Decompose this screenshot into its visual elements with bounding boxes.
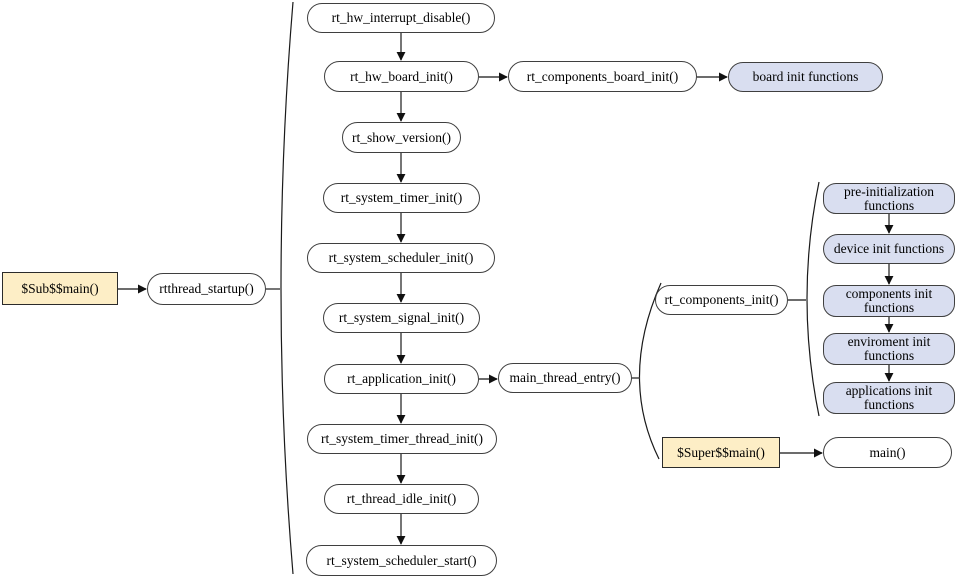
node-environment-init-functions: enviroment init functions — [823, 333, 955, 365]
node-thread-idle-init: rt_thread_idle_init() — [324, 484, 479, 514]
node-device-init-functions: device init functions — [823, 234, 955, 264]
node-applications-init-functions: applications init functions — [823, 382, 955, 414]
brace-startup-chain — [280, 1, 294, 575]
node-board-init-functions: board init functions — [728, 62, 883, 92]
node-components-init: rt_components_init() — [655, 285, 788, 315]
node-main-thread-entry: main_thread_entry() — [498, 363, 632, 393]
node-system-scheduler-start: rt_system_scheduler_start() — [306, 545, 497, 576]
node-main: main() — [823, 437, 952, 468]
node-application-init: rt_application_init() — [324, 364, 479, 394]
node-components-init-functions: components init functions — [823, 285, 955, 317]
node-system-timer-init: rt_system_timer_init() — [323, 183, 480, 213]
node-system-signal-init: rt_system_signal_init() — [323, 303, 480, 333]
brace-main-thread-group — [638, 282, 662, 460]
node-rtthread-startup: rtthread_startup() — [147, 273, 266, 305]
brace-components-group — [806, 181, 820, 417]
node-system-timer-thread-init: rt_system_timer_thread_init() — [307, 424, 497, 454]
node-super-main: $Super$$main() — [662, 437, 780, 468]
node-sub-main: $Sub$$main() — [2, 272, 118, 305]
node-show-version: rt_show_version() — [342, 122, 461, 153]
node-hw-board-init: rt_hw_board_init() — [324, 61, 479, 92]
node-pre-init-functions: pre-initialization functions — [823, 183, 955, 214]
node-components-board-init: rt_components_board_init() — [508, 61, 697, 92]
node-system-scheduler-init: rt_system_scheduler_init() — [307, 243, 495, 273]
node-hw-interrupt-disable: rt_hw_interrupt_disable() — [307, 3, 495, 33]
